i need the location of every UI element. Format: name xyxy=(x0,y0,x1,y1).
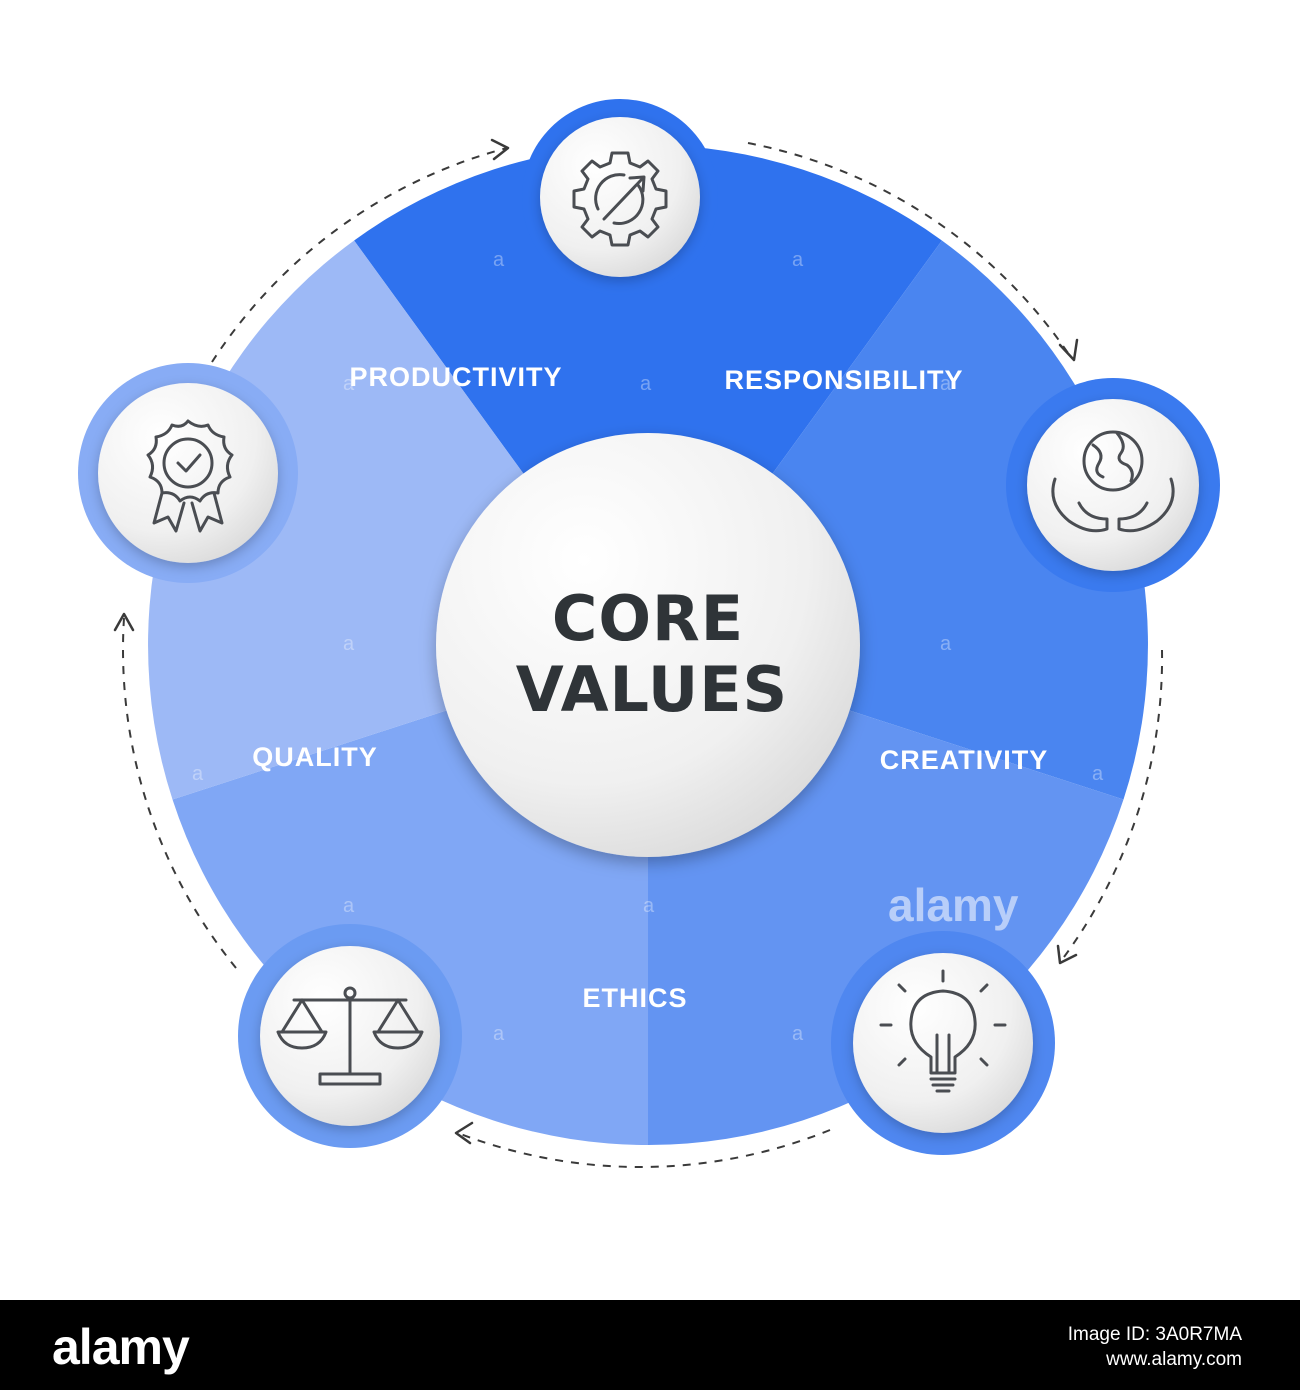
arrow-ethics-to-quality xyxy=(122,617,237,969)
svg-text:a: a xyxy=(643,895,655,917)
icon-badge-productivity xyxy=(522,99,718,295)
flow-arrows xyxy=(113,138,1164,1168)
arrow-head xyxy=(490,138,510,161)
gear-growth-icon xyxy=(572,151,668,247)
center-title-line2: VALUES xyxy=(516,653,788,726)
svg-text:a: a xyxy=(493,1023,505,1045)
quality-badge-icon xyxy=(146,419,234,533)
footer-site: www.alamy.com xyxy=(1106,1349,1242,1370)
segment-label-productivity: PRODUCTIVITY xyxy=(349,362,562,392)
svg-text:a: a xyxy=(940,633,952,655)
watermark-marks: a a a a a a a a a a a a a alamy xyxy=(192,249,1104,1045)
svg-text:a: a xyxy=(192,763,204,785)
center-title-line1: CORE xyxy=(552,582,744,655)
segment-label-quality: QUALITY xyxy=(252,742,378,772)
footer-logo: alamy xyxy=(52,1319,190,1375)
svg-text:a: a xyxy=(343,373,355,395)
icon-badge-quality xyxy=(78,363,298,583)
svg-text:a: a xyxy=(343,633,355,655)
core-values-diagram: PRODUCTIVITY RESPONSIBILITY CREATIVITY E… xyxy=(78,99,1220,1168)
footer-image-info: Image ID: 3A0R7MA www.alamy.com xyxy=(1068,1322,1242,1372)
arrow-head xyxy=(1056,944,1078,965)
svg-text:a: a xyxy=(792,249,804,271)
arrow-quality-to-productivity xyxy=(211,147,508,363)
icon-badge-ethics xyxy=(238,924,462,1148)
footer-bar: alamy Image ID: 3A0R7MA www.alamy.com xyxy=(0,1300,1300,1390)
balance-scale-icon xyxy=(276,986,424,1086)
arrow-creativity-to-ethics xyxy=(457,1129,831,1168)
center-circle: CORE VALUES xyxy=(436,433,860,857)
arrow-productivity-to-responsibility xyxy=(747,142,1071,357)
svg-text:a: a xyxy=(640,373,652,395)
watermark-alamy: alamy xyxy=(888,879,1019,931)
svg-text:a: a xyxy=(940,373,952,395)
svg-text:a: a xyxy=(792,1023,804,1045)
svg-text:a: a xyxy=(493,249,505,271)
icon-badge-creativity xyxy=(831,931,1055,1155)
arrow-head xyxy=(454,1121,474,1145)
footer-image-id: Image ID: 3A0R7MA xyxy=(1067,1324,1242,1345)
segment-label-responsibility: RESPONSIBILITY xyxy=(724,365,963,395)
segment-productivity xyxy=(354,145,942,645)
segment-label-ethics: ETHICS xyxy=(582,983,687,1013)
svg-text:a: a xyxy=(343,895,355,917)
icon-badge-responsibility xyxy=(1006,378,1220,592)
arrow-responsibility-to-creativity xyxy=(1063,649,1164,958)
lightbulb-icon xyxy=(879,969,1007,1093)
segment-label-creativity: CREATIVITY xyxy=(880,745,1049,775)
hands-globe-icon xyxy=(1051,430,1175,533)
svg-text:a: a xyxy=(1092,763,1104,785)
segment-labels: PRODUCTIVITY RESPONSIBILITY CREATIVITY E… xyxy=(252,362,1049,1013)
arrow-head xyxy=(113,612,135,632)
arrow-head xyxy=(1058,338,1079,362)
